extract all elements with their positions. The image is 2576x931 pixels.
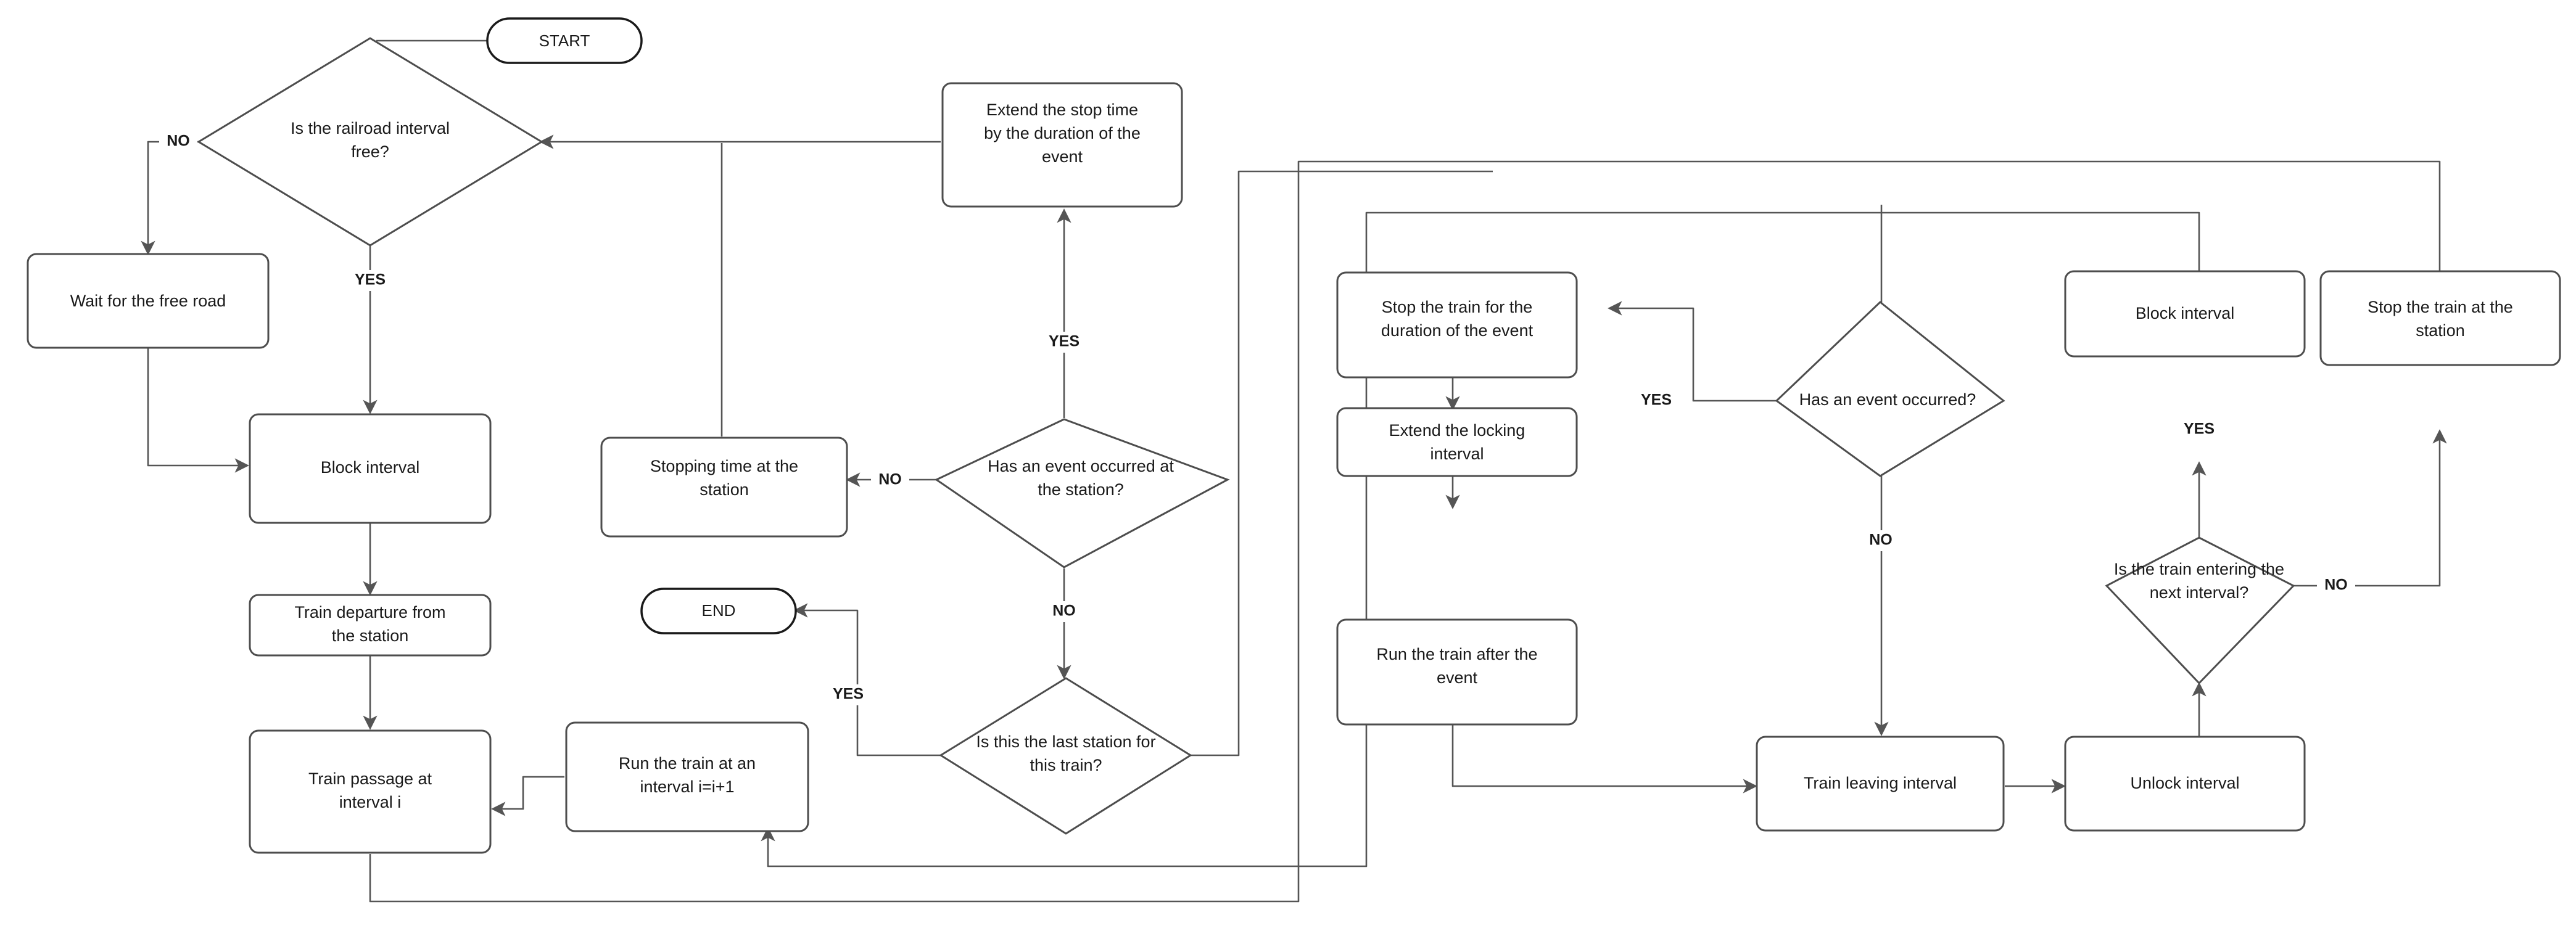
extend-stop-time-label-line1: Extend the stop time (986, 100, 1138, 119)
label-bg-no-5 (2317, 575, 2355, 596)
label-bg-no-3 (1045, 601, 1083, 622)
stopping-time-label-line2: station (700, 480, 749, 499)
extend-stop-time-label-line3: event (1042, 147, 1083, 166)
node-block-interval-right[interactable]: Block interval (2064, 270, 2306, 358)
node-extend-stop-time[interactable]: Extend the stop time by the duration of … (941, 82, 1183, 208)
has-event-at-station-label-line1: Has an event occurred at (988, 457, 1174, 475)
edge-label-event-occurred-yes: YES (1641, 392, 1672, 409)
edge-wait-to-block-interval (147, 348, 249, 473)
stop-train-at-station-label-line1: Stop the train at the (2368, 298, 2513, 316)
node-wait-for-free-road[interactable]: Wait for the free road (27, 253, 270, 349)
run-train-after-event-label-line1: Run the train after the (1376, 645, 1537, 663)
node-is-railroad-interval-free[interactable]: Is the railroad interval free? (197, 37, 543, 247)
edges-layer (141, 39, 2447, 903)
node-train-passage[interactable]: Train passage at interval i (249, 729, 492, 854)
edge-label-event-station-no-left: NO (878, 471, 902, 488)
is-railroad-interval-free-label-line2: free? (351, 142, 389, 161)
edge-entering-no (2291, 429, 2447, 587)
edge-labels-layer: NO YES YES NO NO YES YES NO YES NO (159, 131, 2355, 705)
run-train-next-interval-label-line2: interval i=i+1 (640, 777, 734, 796)
stop-train-duration-label-line1: Stop the train for the (1382, 298, 1533, 316)
train-leaving-interval-label: Train leaving interval (1804, 774, 1957, 792)
label-bg-yes-5 (2178, 419, 2221, 440)
node-stop-train-duration[interactable]: Stop the train for the duration of the e… (1336, 271, 1578, 379)
label-bg-no-2 (871, 470, 909, 491)
node-run-train-next-interval[interactable]: Run the train at an interval i=i+1 (565, 721, 809, 832)
is-last-station-label-line2: this train? (1030, 756, 1102, 774)
end-label: END (702, 601, 736, 620)
edge-label-last-station-yes: YES (833, 686, 864, 703)
label-bg-yes-4 (1635, 390, 1678, 411)
run-train-next-interval-label-line1: Run the train at an (619, 754, 756, 773)
label-bg-no-4 (1862, 530, 1900, 551)
is-last-station-label-line1: Is this the last station for (976, 732, 1155, 751)
node-run-train-after-event[interactable]: Run the train after the event (1336, 618, 1578, 726)
extend-stop-time-label-line2: by the duration of the (984, 124, 1141, 142)
node-start[interactable]: START (486, 17, 643, 64)
train-passage-label-line2: interval i (339, 793, 402, 811)
edge-label-entering-next-yes: YES (2184, 420, 2215, 438)
node-stop-train-at-station[interactable]: Stop the train at the station (2319, 270, 2561, 366)
label-bg-yes-1 (349, 270, 392, 291)
label-bg-no-1 (159, 131, 197, 152)
train-passage-label-line1: Train passage at (308, 769, 432, 788)
edge-label-event-station-yes: YES (1049, 333, 1080, 350)
edge-blockright-to-loop (761, 211, 2200, 867)
node-has-event-occurred[interactable]: Has an event occurred? (1775, 301, 2005, 477)
node-has-event-at-station[interactable]: Has an event occurred at the station? (934, 418, 1230, 568)
edge-label-interval-free-no: NO (167, 133, 190, 150)
edge-stopstation-to-outerloop (369, 160, 2441, 903)
block-interval-right-label: Block interval (2136, 304, 2235, 322)
extend-locking-interval-label-line1: Extend the locking (1389, 421, 1525, 440)
edge-interval-free-no (141, 141, 204, 255)
is-entering-next-interval-label-line2: next interval? (2150, 583, 2249, 602)
is-railroad-interval-free-label-line1: Is the railroad interval (291, 119, 450, 137)
is-entering-next-interval-label-line1: Is the train entering the (2114, 560, 2284, 578)
stopping-time-label-line1: Stopping time at the (650, 457, 798, 475)
stop-train-duration-label-line2: duration of the event (1381, 321, 1534, 340)
node-block-interval-left[interactable]: Block interval (249, 413, 492, 524)
unlock-interval-label: Unlock interval (2130, 774, 2239, 792)
node-extend-locking-interval[interactable]: Extend the locking interval (1336, 407, 1578, 477)
edge-laststation-to-loop (1191, 170, 1493, 757)
edge-runnext-to-passage (491, 776, 564, 816)
block-interval-left-label: Block interval (321, 458, 420, 477)
wait-for-free-road-label: Wait for the free road (70, 292, 226, 310)
has-event-at-station-label-line2: the station? (1038, 480, 1124, 499)
run-train-after-event-label-line2: event (1437, 668, 1478, 687)
edge-label-entering-next-no: NO (2324, 576, 2348, 594)
edge-laststation-yes (793, 603, 941, 757)
node-is-last-station[interactable]: Is this the last station for this train? (939, 677, 1192, 835)
node-is-entering-next-interval[interactable]: Is the train entering the next interval? (2105, 536, 2295, 685)
edge-eventoccurred-yes-to-stoptrain (1608, 301, 1777, 402)
start-label: START (539, 31, 590, 50)
node-train-departure[interactable]: Train departure from the station (249, 594, 492, 657)
label-bg-yes-2 (1042, 332, 1086, 353)
edge-label-event-station-no-down: NO (1052, 602, 1076, 620)
train-departure-label-line1: Train departure from (294, 603, 445, 621)
node-unlock-interval[interactable]: Unlock interval (2064, 736, 2306, 832)
has-event-occurred-label: Has an event occurred? (1799, 390, 1976, 409)
node-stopping-time[interactable]: Stopping time at the station (600, 437, 848, 538)
train-departure-label-line2: the station (332, 626, 409, 645)
edge-label-interval-free-yes: YES (355, 271, 386, 289)
extend-locking-interval-label-line2: interval (1430, 445, 1484, 463)
node-end[interactable]: END (640, 588, 797, 634)
edge-label-event-occurred-no: NO (1869, 531, 1893, 549)
stop-train-at-station-label-line2: station (2416, 321, 2465, 340)
label-bg-yes-3 (827, 684, 870, 705)
node-train-leaving-interval[interactable]: Train leaving interval (1756, 736, 2005, 832)
